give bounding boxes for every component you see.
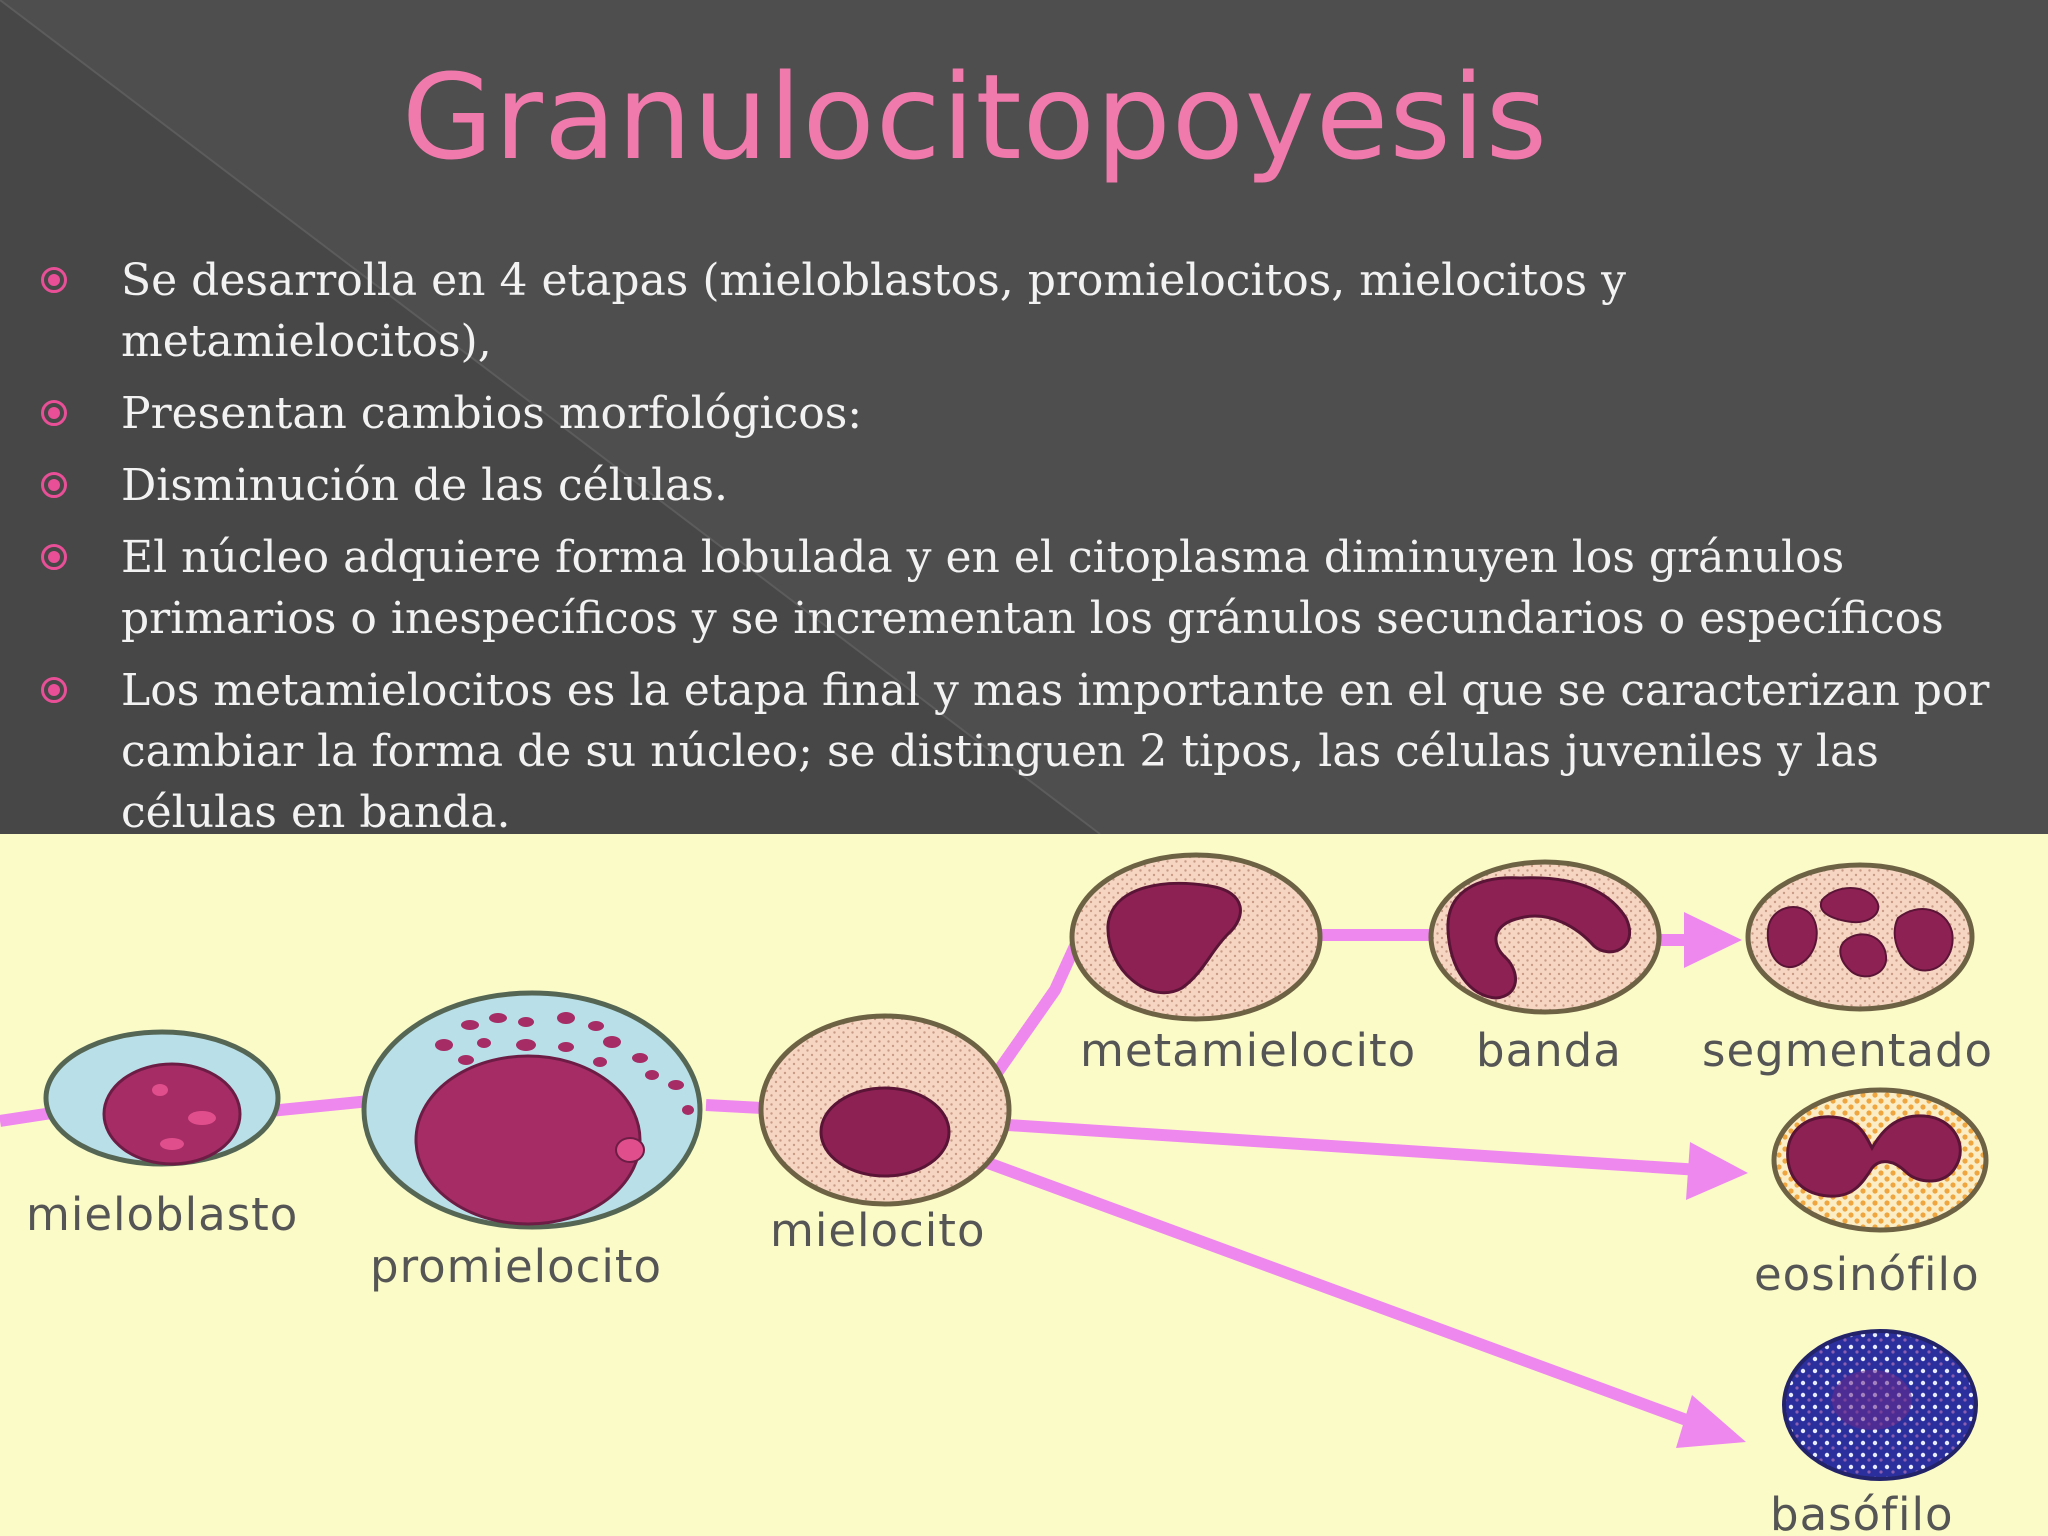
target-bullet-icon	[41, 677, 67, 703]
target-bullet-icon	[41, 267, 67, 293]
bullet-text: Los metamielocitos es la etapa final y m…	[121, 665, 1990, 838]
arrow-heads	[1676, 912, 1748, 1448]
cell-basofilo	[1782, 1329, 1978, 1481]
bullet-item: Disminución de las células.	[40, 455, 2000, 516]
bullet-text: Se desarrolla en 4 etapas (mieloblastos,…	[121, 255, 1626, 367]
label-promielocito: promielocito	[370, 1240, 662, 1293]
target-bullet-icon	[41, 400, 67, 426]
label-mieloblasto: mieloblasto	[26, 1188, 298, 1241]
label-basofilo: basófilo	[1770, 1488, 1954, 1536]
label-mielocito: mielocito	[770, 1204, 985, 1257]
cell-mieloblasto	[43, 1029, 281, 1167]
label-metamielocito: metamielocito	[1080, 1024, 1416, 1077]
cell-mielocito	[758, 1013, 1012, 1207]
bullet-list: Se desarrolla en 4 etapas (mieloblastos,…	[40, 250, 2000, 854]
diagram-panel	[0, 834, 2048, 1536]
arrow-lines	[0, 929, 1703, 1431]
cell-metamielocito	[1069, 852, 1323, 1022]
bullet-item: Presentan cambios morfológicos:	[40, 383, 2000, 444]
bullet-text: Disminución de las células.	[121, 460, 728, 511]
label-banda: banda	[1476, 1024, 1622, 1077]
slide-title: Granulocitopoyesis	[401, 48, 1549, 186]
cell-eosinofilo	[1771, 1087, 1989, 1233]
label-segmentado: segmentado	[1702, 1024, 1993, 1077]
bullet-item: Los metamielocitos es la etapa final y m…	[40, 660, 2000, 843]
cell-promielocito	[361, 990, 703, 1230]
cell-banda	[1428, 859, 1662, 1015]
label-eosinofilo: eosinófilo	[1754, 1248, 1980, 1301]
target-bullet-icon	[41, 472, 67, 498]
granulopoiesis-diagram: mieloblasto promielocito mielocito	[0, 834, 2048, 1536]
bullet-item: Se desarrolla en 4 etapas (mieloblastos,…	[40, 250, 2000, 372]
target-bullet-icon	[41, 544, 67, 570]
bullet-text: El núcleo adquiere forma lobulada y en e…	[121, 532, 1944, 644]
cell-segmentado	[1745, 862, 1975, 1012]
bullet-text: Presentan cambios morfológicos:	[121, 388, 863, 439]
bullet-item: El núcleo adquiere forma lobulada y en e…	[40, 527, 2000, 649]
